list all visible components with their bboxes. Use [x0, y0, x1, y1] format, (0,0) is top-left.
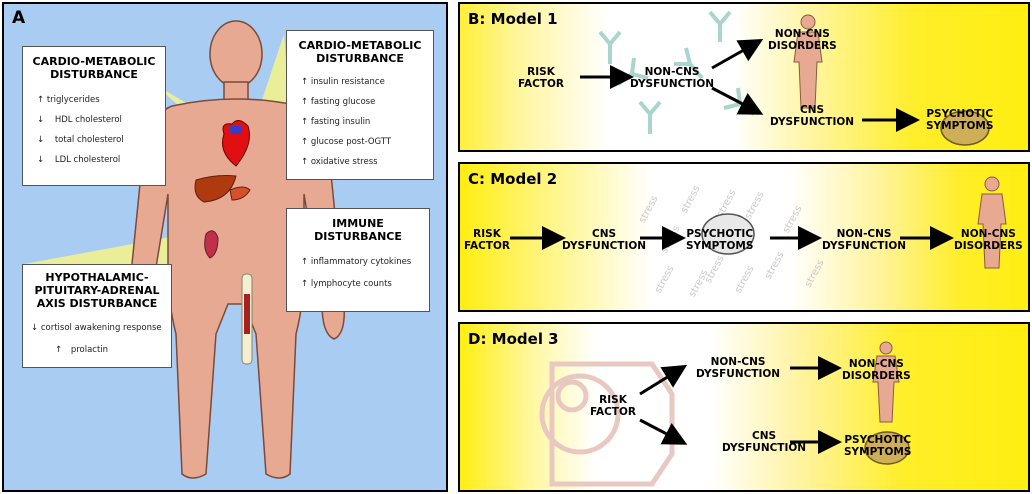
heart-icon [222, 120, 250, 167]
heart-vessel [230, 126, 242, 134]
list-item: ↓ cortisol awakening response [31, 323, 162, 333]
up-arrow-icon: ↑ [301, 117, 309, 127]
list-item: ↑ insulin resistance [301, 77, 385, 87]
hpa-axis-box: HYPOTHALAMIC- PITUITARY-ADRENAL AXIS DIS… [22, 264, 172, 368]
list-item: ↑ oxidative stress [301, 157, 378, 167]
arrow-icon [711, 86, 764, 115]
human-body-icon [793, 14, 823, 109]
list-item: ↓ HDL cholesterol [37, 115, 122, 125]
box-title: CARDIO-METABOLIC [32, 55, 156, 68]
list-item: ↑ lymphocyte counts [301, 279, 392, 289]
body-illustration [24, 20, 346, 479]
up-arrow-icon: ↑ [37, 95, 45, 105]
panel-title: C: Model 2 [468, 170, 558, 188]
adrenal-kidney-icon [204, 230, 219, 259]
box-title: PITUITARY-ADRENAL [34, 284, 160, 297]
list-item: ↑ triglycerides [37, 95, 100, 105]
panel-a: A CARDIO-METABOLIC DISTURBANCE ↑ triglyc… [2, 2, 448, 492]
liver-icon [194, 175, 237, 203]
box-title: DISTURBANCE [314, 230, 402, 243]
cardio-metabolic-box-glucose: CARDIO-METABOLIC DISTURBANCE ↑ insulin r… [286, 30, 434, 180]
list-item: ↑ glucose post-OGTT [301, 137, 392, 147]
down-arrow-icon: ↓ [31, 323, 39, 333]
up-arrow-icon: ↑ [301, 137, 309, 147]
immune-disturbance-box: IMMUNE DISTURBANCE ↑ inflammatory cytoki… [286, 208, 430, 312]
arrow-icon [711, 39, 764, 70]
box-title: DISTURBANCE [50, 68, 138, 81]
box-title: HYPOTHALAMIC- [45, 271, 149, 284]
brain-icon [864, 431, 910, 465]
up-arrow-icon: ↑ [301, 97, 309, 107]
box-title: IMMUNE [332, 217, 384, 230]
arrow-icon [639, 418, 688, 445]
pancreas-icon [229, 186, 251, 201]
cardio-metabolic-box-lipids: CARDIO-METABOLIC DISTURBANCE ↑ triglycer… [22, 46, 166, 186]
box-title: DISTURBANCE [316, 52, 404, 65]
down-arrow-icon: ↓ [37, 155, 45, 165]
list-item: ↓ total cholesterol [37, 135, 124, 145]
down-arrow-icon: ↓ [37, 135, 45, 145]
bone-marrow-icon [244, 294, 250, 334]
list-item: ↓ LDL cholesterol [37, 155, 121, 165]
up-arrow-icon: ↑ [301, 157, 309, 167]
list-item: ↑ inflammatory cytokines [301, 257, 412, 267]
panel-title: B: Model 1 [468, 10, 558, 28]
box-title: AXIS DISTURBANCE [36, 297, 158, 310]
list-item: ↑ prolactin [55, 345, 109, 355]
up-arrow-icon: ↑ [55, 345, 63, 355]
arrow-icon [639, 364, 688, 396]
brain-icon [940, 110, 990, 146]
list-item: ↑ fasting insulin [301, 117, 371, 127]
panel-title: D: Model 3 [468, 330, 559, 348]
human-body-icon [977, 176, 1007, 269]
panel-a-label: A [12, 8, 26, 28]
human-body-icon [872, 341, 900, 423]
up-arrow-icon: ↑ [301, 279, 309, 289]
up-arrow-icon: ↑ [301, 257, 309, 267]
list-item: ↑ fasting glucose [301, 97, 376, 107]
brain-icon [701, 213, 755, 255]
panel-c: stress stress stress stress stress stres… [458, 162, 1030, 312]
box-title: CARDIO-METABOLIC [298, 39, 422, 52]
human-body-icon [126, 20, 346, 479]
fetus-icon [539, 361, 675, 487]
up-arrow-icon: ↑ [301, 77, 309, 87]
down-arrow-icon: ↓ [37, 115, 45, 125]
